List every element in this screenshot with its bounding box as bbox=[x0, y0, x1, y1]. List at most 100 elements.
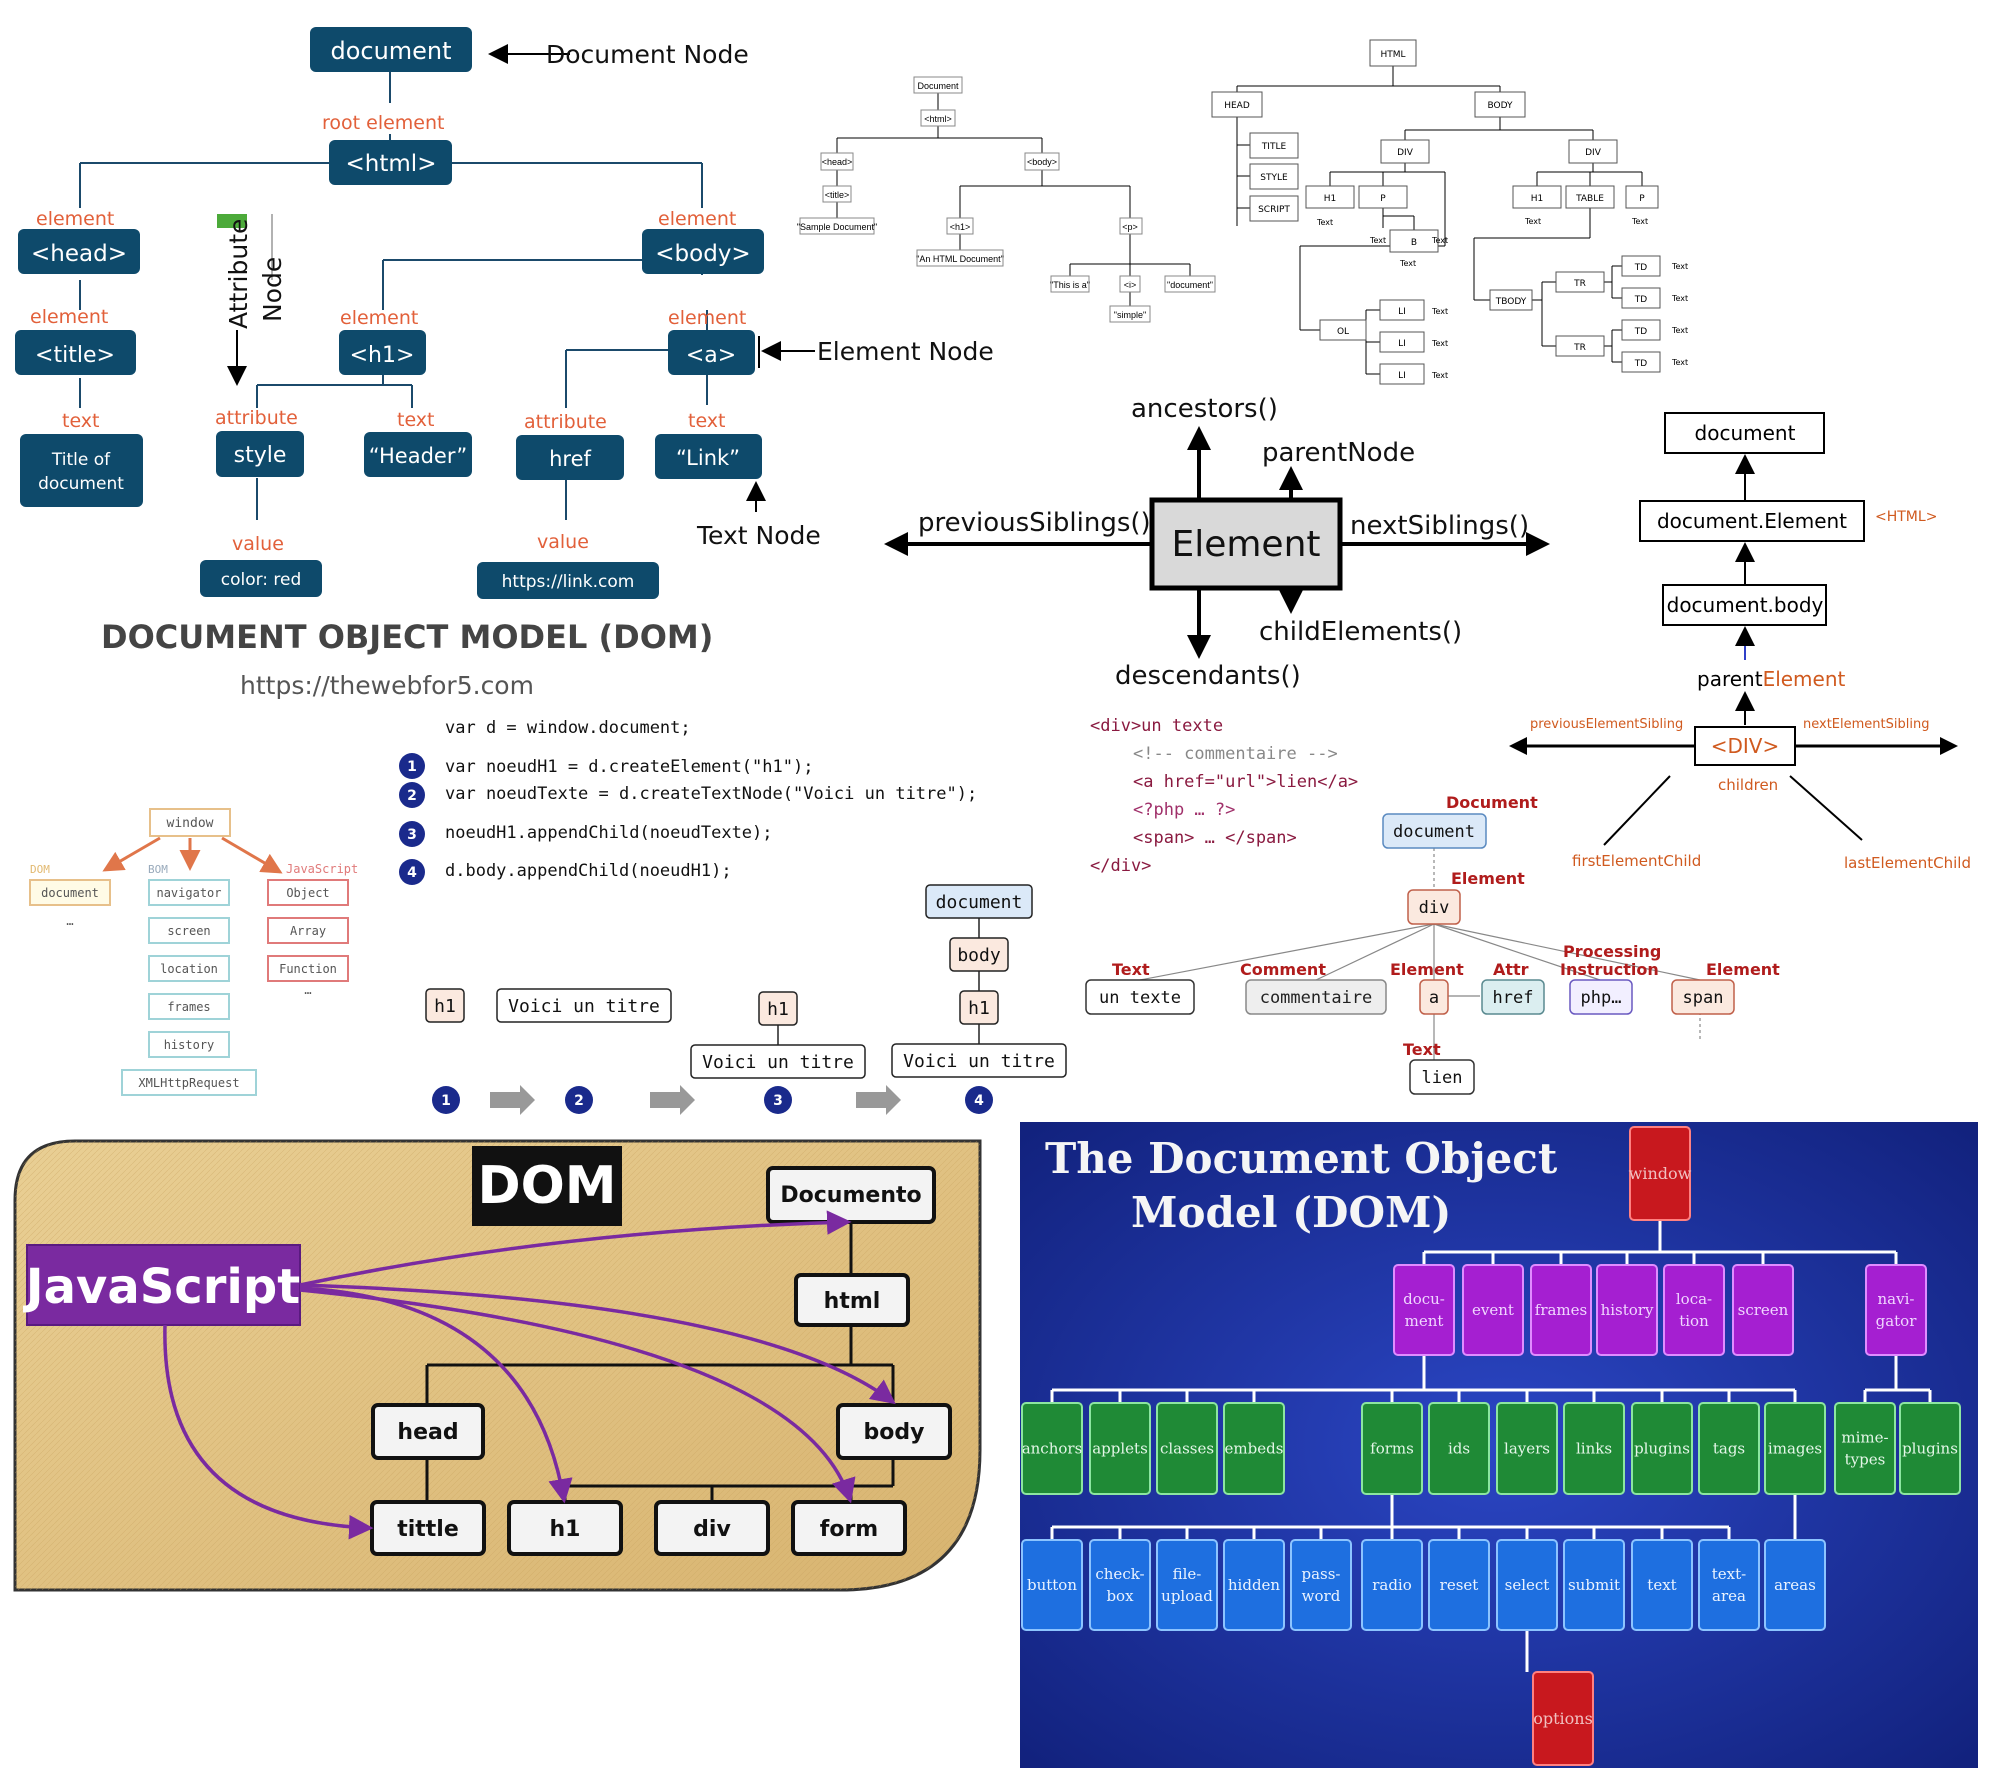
p4-ancestors: ancestors() bbox=[1131, 394, 1278, 424]
p8-href: href bbox=[1493, 988, 1534, 1008]
p2-connectors bbox=[836, 93, 1191, 306]
p2-this-is-a: "This is a" bbox=[1050, 280, 1090, 290]
p10-row3-box-11 bbox=[1764, 1539, 1826, 1631]
p3-text-h1: Text bbox=[1316, 218, 1333, 227]
p1-style-attribute-label: attribute bbox=[215, 407, 298, 429]
p1-link-url-node: https://link.com bbox=[477, 562, 659, 599]
p10-row3-label-5: radio bbox=[1372, 1576, 1412, 1594]
p3-div-right: DIV bbox=[1585, 148, 1602, 158]
p9-tree-lines bbox=[425, 1222, 895, 1502]
p10-row3-box-10 bbox=[1698, 1539, 1760, 1631]
p6-js-list: Object Array Function … bbox=[267, 879, 349, 997]
p1-title-text-node: Title of document bbox=[20, 434, 143, 507]
p7-step-3: 3 bbox=[773, 1093, 783, 1109]
p1-document-label: document bbox=[330, 37, 451, 65]
p2-body: <body> bbox=[1027, 157, 1057, 167]
p5-last-line bbox=[1789, 775, 1863, 841]
p10-row1-label-0-line-1: ment bbox=[1405, 1312, 1444, 1330]
p6-document: document bbox=[41, 886, 99, 900]
p1-h1-element-label: element bbox=[340, 307, 418, 329]
p3-text-leaves: Text Text Text Text Text Text Text Text … bbox=[1316, 217, 1688, 380]
p10-row2-box-1 bbox=[1089, 1402, 1151, 1495]
p10-row1-box-6 bbox=[1865, 1264, 1927, 1356]
p10-row3-box-0 bbox=[1021, 1539, 1083, 1631]
p5-document: document bbox=[1695, 421, 1796, 445]
p8-label-text: Text bbox=[1112, 960, 1150, 979]
p6-document-box bbox=[29, 879, 111, 906]
p3-text-td3: Text bbox=[1671, 326, 1688, 335]
p1-style-value-label: value bbox=[232, 533, 284, 555]
p10-row2-box-8 bbox=[1631, 1402, 1693, 1495]
p8-label-attr: Attr bbox=[1493, 960, 1529, 979]
p6-bom-list: navigator screen location frames history… bbox=[121, 879, 257, 1096]
p10-row1-box-1 bbox=[1462, 1264, 1524, 1356]
p2-labels: Document <html> <head> <body> <title> "S… bbox=[797, 81, 1213, 320]
p5-document-body: document.body bbox=[1667, 593, 1824, 617]
p3-div-left: DIV bbox=[1397, 148, 1414, 158]
p9-div: div bbox=[693, 1517, 731, 1542]
p3-text-td1: Text bbox=[1671, 262, 1688, 271]
p6-array: Array bbox=[290, 924, 326, 938]
p3-text-p-right: Text bbox=[1631, 217, 1648, 226]
p3-p-left: P bbox=[1380, 194, 1386, 204]
p10-row2-box-5 bbox=[1428, 1402, 1490, 1495]
p3-td-3: TD bbox=[1634, 327, 1647, 337]
p1-header-text: “Header” bbox=[369, 444, 467, 468]
p3-li-2: LI bbox=[1398, 339, 1406, 349]
p6-dom-ellipsis: … bbox=[66, 914, 73, 928]
p9-tittle: tittle bbox=[397, 1517, 459, 1542]
p10-row1-label-4-line-1: tion bbox=[1679, 1312, 1709, 1330]
p3-text-h1-right: Text bbox=[1524, 217, 1541, 226]
p8-document: document bbox=[1393, 822, 1475, 842]
p10-row3-label-1-line-0: check- bbox=[1095, 1565, 1144, 1583]
p7-code-line-2: var noeudH1 = d.createElement("h1"); bbox=[445, 757, 813, 777]
p7-code-line-1: var d = window.document; bbox=[445, 718, 691, 738]
p3-h1-right: H1 bbox=[1531, 194, 1544, 204]
p3-body: BODY bbox=[1487, 101, 1513, 111]
p6-javascript-label: JavaScript bbox=[286, 862, 358, 876]
p2-html-document-text: "An HTML Document" bbox=[916, 254, 1004, 264]
p1-header-text-node: “Header” bbox=[364, 432, 472, 477]
p10-row2-label-7: links bbox=[1576, 1440, 1612, 1458]
p1-element-node-annotation: Element Node bbox=[817, 337, 994, 366]
p9-documento: Documento bbox=[780, 1183, 921, 1208]
p10-row2-box-12 bbox=[1899, 1402, 1961, 1495]
p10-row2-label-11-line-1: types bbox=[1845, 1451, 1886, 1469]
p10-row3-label-2: file-upload bbox=[1161, 1565, 1213, 1605]
p10-row3-box-7 bbox=[1496, 1539, 1558, 1631]
p7-code-step-badges bbox=[399, 753, 425, 885]
p1-style-label: style bbox=[234, 443, 287, 468]
p5-document-box bbox=[1664, 412, 1825, 454]
p8-code-line-3: <a href="url">lien</a> bbox=[1133, 772, 1358, 792]
p9-labels: Documento html head body tittle h1 div f… bbox=[397, 1183, 924, 1542]
p8-commentaire: commentaire bbox=[1260, 988, 1373, 1008]
p5-last-child: lastElementChild bbox=[1844, 854, 1971, 872]
p3-text-b: Text bbox=[1399, 259, 1416, 268]
p1-document-node-annotation: Document Node bbox=[546, 40, 749, 69]
p10-row2-label-10: images bbox=[1768, 1440, 1822, 1458]
p2-html: <html> bbox=[924, 114, 952, 124]
p2-boxes bbox=[799, 76, 1216, 323]
p8-nodes: document div un texte commentaire a href… bbox=[1085, 813, 1735, 1095]
p9-body: body bbox=[864, 1420, 925, 1445]
p8-type-labels: Document Element Text Comment Element At… bbox=[1112, 793, 1780, 1059]
p10-row1-label-2: frames bbox=[1535, 1301, 1587, 1319]
p4-element-label: Element bbox=[1171, 524, 1320, 565]
p1-root-element-label: root element bbox=[322, 112, 444, 134]
p1-title-element-label: element bbox=[30, 306, 108, 328]
p3-head: HEAD bbox=[1224, 101, 1250, 111]
p10-row2-label-5: ids bbox=[1448, 1440, 1470, 1458]
p7-arrow-1-icon bbox=[490, 1085, 535, 1115]
panel-create-element: var d = window.document; var noeudH1 = d… bbox=[399, 718, 1067, 1115]
p2-head: <head> bbox=[822, 157, 853, 167]
p1-href-label: href bbox=[549, 447, 591, 471]
p6-location: location bbox=[160, 962, 218, 976]
p7-step3-text: Voici un titre bbox=[702, 1052, 854, 1073]
p8-code-line-2: <!-- commentaire --> bbox=[1133, 744, 1338, 764]
p5-document-element: document.Element bbox=[1657, 509, 1847, 533]
p1-link-url-label: https://link.com bbox=[502, 572, 635, 592]
p2-h1: <h1> bbox=[950, 222, 971, 232]
p2-document-text: "document" bbox=[1167, 280, 1213, 290]
p6-object: Object bbox=[286, 886, 329, 900]
p1-head-label: <head> bbox=[31, 241, 127, 267]
